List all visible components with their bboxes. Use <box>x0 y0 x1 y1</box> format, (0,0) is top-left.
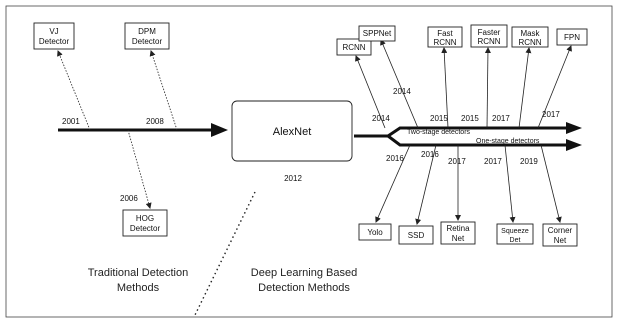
sppnet-label: SPPNet <box>363 29 392 38</box>
squeezedet-box <box>496 223 534 245</box>
dpm-connector <box>149 50 178 131</box>
faster-rcnn-line-2: RCNN <box>477 37 500 46</box>
one-stage-arrowhead <box>566 139 582 151</box>
rcnn-box <box>336 38 372 56</box>
mask-rcnn-line-1: Mask <box>520 29 540 38</box>
fpn-year: 2017 <box>542 110 560 119</box>
squeezedet-line-1: Squeeze <box>501 228 529 235</box>
mask-rcnn-line-2: RCNN <box>518 38 541 47</box>
two-stage-label: Two-stage detectors <box>407 129 471 136</box>
rcnn-year: 2014 <box>372 114 390 123</box>
faster-rcnn-box <box>470 24 508 48</box>
retinanet-line-2: Net <box>452 234 465 243</box>
ssd-year: 2016 <box>421 150 439 159</box>
hog-detector-line-1: HOG <box>136 214 154 223</box>
fast-rcnn-connector <box>441 47 449 129</box>
ssd-connector <box>415 144 437 225</box>
retinanet-line-1: Retina <box>446 224 470 233</box>
deep-learning-caption-line-2: Detection Methods <box>258 282 350 294</box>
retinanet-year: 2017 <box>448 157 466 166</box>
alexnet-label: AlexNet <box>273 126 312 138</box>
fpn-connector <box>537 45 572 129</box>
two-stage-branch-line <box>387 126 570 138</box>
mask-rcnn-connector <box>518 47 532 129</box>
fpn-box <box>556 28 588 46</box>
alexnet-year: 2012 <box>284 174 302 183</box>
cornernet-line-1: Corner <box>548 226 573 235</box>
vj-year: 2001 <box>62 117 80 126</box>
fast-rcnn-line-1: Fast <box>437 29 453 38</box>
cornernet-connector <box>540 144 562 223</box>
section-divider <box>194 191 256 316</box>
rcnn-connector <box>355 55 386 129</box>
vj-detector-box <box>33 22 75 50</box>
figure-frame <box>5 5 613 318</box>
vj-detector-line-2: Detector <box>39 37 70 46</box>
fast-rcnn-year: 2015 <box>430 114 448 123</box>
hog-year: 2006 <box>120 194 138 203</box>
mask-rcnn-box <box>511 26 549 48</box>
fast-rcnn-box <box>427 26 463 48</box>
yolo-year: 2016 <box>386 154 404 163</box>
ssd-box <box>398 225 434 245</box>
cornernet-year: 2019 <box>520 157 538 166</box>
dpm-detector-line-2: Detector <box>132 37 163 46</box>
vj-connector <box>57 50 91 131</box>
sppnet-year: 2014 <box>393 87 411 96</box>
hog-detector-box <box>122 209 168 237</box>
squeezedet-connector <box>504 144 516 223</box>
one-stage-branch-line <box>387 134 570 147</box>
yolo-label: Yolo <box>367 228 383 237</box>
traditional-caption-line-1: Traditional Detection <box>88 267 188 279</box>
hog-detector-line-2: Detector <box>130 224 161 233</box>
ssd-label: SSD <box>408 231 425 240</box>
squeezedet-line-2: Det <box>510 237 521 244</box>
squeezedet-year: 2017 <box>484 157 502 166</box>
faster-rcnn-line-1: Faster <box>478 28 501 37</box>
dpm-detector-box <box>124 22 170 50</box>
retinanet-box <box>440 221 476 245</box>
yolo-connector <box>375 144 411 223</box>
sppnet-connector <box>380 39 419 129</box>
alexnet-box <box>231 100 353 162</box>
vj-detector-line-1: VJ <box>49 27 58 36</box>
dpm-detector-line-1: DPM <box>138 27 156 36</box>
faster-rcnn-connector <box>484 47 491 129</box>
traditional-timeline-arrowhead <box>211 123 228 137</box>
rcnn-label: RCNN <box>342 43 365 52</box>
mask-rcnn-year: 2017 <box>492 114 510 123</box>
two-stage-arrowhead <box>566 122 582 134</box>
cornernet-box <box>542 223 578 247</box>
dpm-year: 2008 <box>146 117 164 126</box>
fast-rcnn-line-2: RCNN <box>433 38 456 47</box>
faster-rcnn-year: 2015 <box>461 114 479 123</box>
cornernet-line-2: Net <box>554 236 567 245</box>
sppnet-box <box>358 25 396 42</box>
yolo-box <box>358 223 392 241</box>
traditional-caption-line-2: Methods <box>117 282 160 294</box>
fpn-label: FPN <box>564 33 580 42</box>
deep-learning-caption-line-1: Deep Learning Based <box>251 267 357 279</box>
one-stage-label: One-stage detectors <box>476 138 540 145</box>
